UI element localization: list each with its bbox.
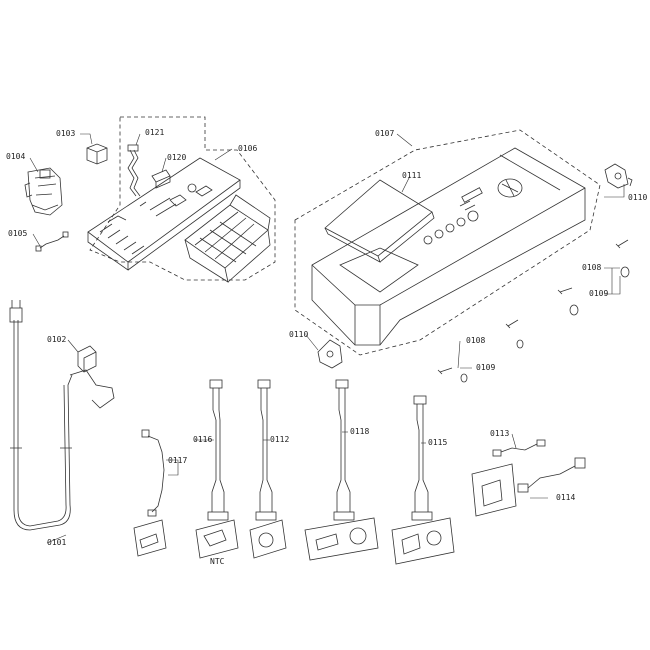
label-0108-center: 0108 — [466, 336, 486, 345]
label-0104: 0104 — [6, 152, 26, 161]
label-0115: 0115 — [428, 438, 448, 447]
label-0116: 0116 — [193, 435, 213, 444]
detail-0117-sensor — [133, 519, 167, 557]
part-0111-panel-plate — [324, 179, 435, 293]
part-0110-hinge-right — [604, 163, 633, 189]
label-0102: 0102 — [47, 335, 67, 344]
part-0120-connector — [151, 169, 171, 189]
part-0108-screw-right — [557, 239, 629, 295]
label-0106: 0106 — [238, 144, 258, 153]
label-0105: 0105 — [8, 229, 28, 238]
part-0109-spring-right — [569, 266, 630, 316]
label-0101: 0101 — [47, 538, 67, 547]
part-0118-harness — [333, 379, 355, 521]
detail-0118-sensor — [304, 517, 379, 561]
part-0116-harness — [207, 379, 229, 521]
part-0115-harness — [411, 395, 433, 521]
label-0111: 0111 — [402, 171, 422, 180]
part-0107-control-panel — [311, 147, 586, 346]
group-outline-0107 — [294, 129, 601, 356]
detail-0114-board — [471, 463, 517, 517]
part-0108-screw-center — [437, 319, 519, 375]
detail-0116-ntc-sensor — [195, 519, 239, 559]
leader-lines — [29, 133, 625, 544]
part-0103-cube — [86, 143, 108, 165]
part-0106-drawer-basket — [184, 194, 271, 283]
label-0117: 0117 — [168, 456, 188, 465]
label-0108-right: 0108 — [582, 263, 602, 272]
label-ntc: NTC — [210, 557, 225, 566]
label-0103: 0103 — [56, 129, 76, 138]
label-0118: 0118 — [350, 427, 370, 436]
part-0104-connector — [24, 167, 63, 216]
detail-0112-sensor — [249, 519, 287, 559]
label-0121: 0121 — [145, 128, 165, 137]
detail-0115-sensor — [391, 517, 455, 565]
part-0113-cable — [492, 439, 546, 457]
label-0107: 0107 — [375, 129, 395, 138]
label-0110-right: 0110 — [628, 193, 648, 202]
part-0121-harness — [127, 144, 141, 197]
label-0109-right: 0109 — [589, 289, 609, 298]
part-0112-harness — [255, 379, 277, 521]
label-0114: 0114 — [556, 493, 576, 502]
label-0110-center: 0110 — [289, 330, 309, 339]
label-0112: 0112 — [270, 435, 290, 444]
label-0120: 0120 — [167, 153, 187, 162]
part-0105-cable — [35, 231, 69, 252]
part-0110-hinge-center — [317, 339, 343, 369]
part-0102-connector — [77, 345, 97, 373]
group-outline-0106 — [89, 116, 276, 281]
part-0109-spring-center — [460, 339, 524, 383]
label-0109-center: 0109 — [476, 363, 496, 372]
label-0113: 0113 — [490, 429, 510, 438]
part-0106-control-module — [87, 157, 241, 271]
part-0114-cable — [517, 457, 586, 493]
part-0101-power-cord — [9, 300, 115, 531]
part-0117-cable — [141, 429, 165, 517]
